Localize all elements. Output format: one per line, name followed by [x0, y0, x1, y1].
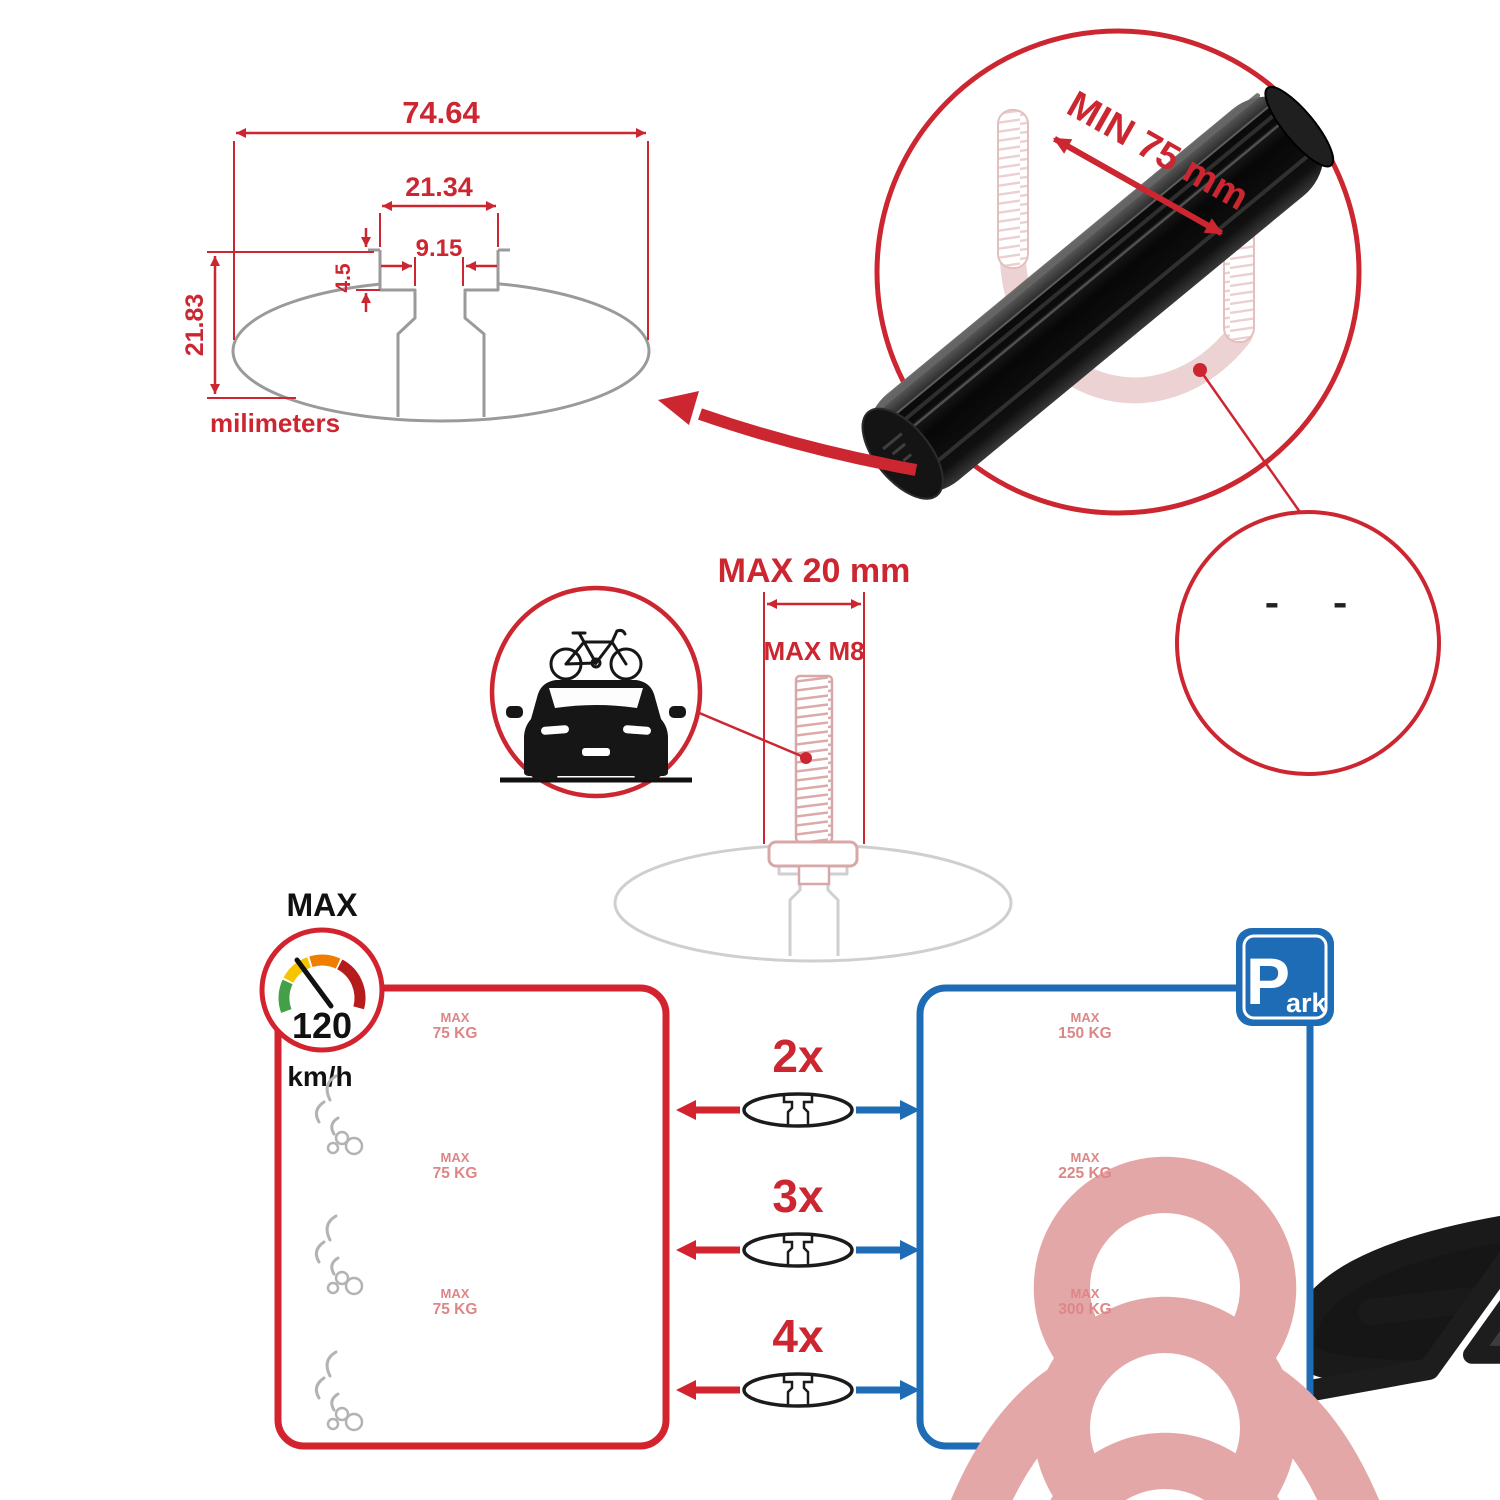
tag-value: 300 KG: [1058, 1301, 1111, 1318]
max-thread-label: MAX M8: [763, 636, 864, 666]
max-width-label: MAX 20 mm: [718, 552, 911, 590]
dim-slot-inner-width: 9.15: [416, 235, 463, 262]
bicycle-illustration: [549, 628, 643, 681]
crossbar-profile-icon: [742, 1092, 854, 1128]
tag-value: 225 KG: [1058, 1165, 1111, 1182]
speed-gauge: [278, 954, 366, 1013]
callout-line: [1198, 369, 1304, 516]
dim-lip-depth: 4.5: [332, 263, 355, 293]
park-letter: P: [1246, 944, 1290, 1018]
driving-car-row: MAX 75 KG: [314, 1286, 1500, 1500]
suv-roofbox-bubble: [1175, 510, 1500, 1500]
tag-title: MAX: [441, 1150, 470, 1165]
tag-value: 150 KG: [1058, 1025, 1111, 1042]
driving-car-row: MAX 75 KG: [314, 1150, 1500, 1500]
bolt-callout-line: [696, 710, 807, 760]
bike-car-bubble: [489, 585, 703, 799]
bar-end-cap: [861, 407, 944, 500]
speed-limit-badge: MAX 120 km/h: [259, 887, 385, 1092]
parking-car-row: MAX 150 KG: [1058, 1010, 1500, 1500]
speed-limit-value: 120: [292, 1005, 352, 1046]
park-sign: P ark: [1236, 928, 1334, 1026]
crossbar-profile-icon: [742, 1232, 854, 1268]
tag-value: 75 KG: [433, 1301, 478, 1318]
tag-title: MAX: [1071, 1150, 1100, 1165]
t-slot-fill: [380, 250, 498, 418]
pointer-arrow: [658, 391, 918, 476]
suv-illustration: [1214, 603, 1500, 1500]
multiplier-label: 2x: [772, 1030, 824, 1082]
t-slot-outline: [368, 248, 510, 417]
dim-slot-outer-width: 21.34: [405, 172, 473, 202]
bolt-diagram: MAX 20 mm MAX M8: [489, 552, 1013, 963]
unit-label: milimeters: [210, 408, 340, 438]
car-front-illustration: [506, 680, 686, 780]
suv-circle: [1175, 510, 1441, 776]
crossbar-profile-icon: [742, 1372, 854, 1408]
tag-title: MAX: [1071, 1286, 1100, 1301]
dim-total-height: 21.83: [181, 294, 209, 357]
tag-title: MAX: [441, 1010, 470, 1025]
multiplier-label: 4x: [772, 1310, 824, 1362]
multiplier-label: 3x: [772, 1170, 824, 1222]
driving-panel: [274, 984, 670, 1450]
parking-car-row: MAX 300 KG: [1058, 1286, 1500, 1500]
tag-value: 75 KG: [433, 1025, 478, 1042]
tag-title: MAX: [441, 1286, 470, 1301]
speed-limit-unit: km/h: [287, 1061, 352, 1092]
t-bolt: [767, 674, 859, 886]
parking-car-row: MAX 225 KG: [1058, 1150, 1500, 1500]
gauge-needle: [294, 957, 334, 1009]
park-rest: ark: [1286, 988, 1328, 1018]
cross-section-diagram: 74.64 21.34 9.15 4.5 21.83 milimeters: [181, 95, 651, 438]
bar-closeup: MIN 75 mm: [658, 28, 1362, 516]
driving-car-row: MAX 75 KG: [314, 1010, 1500, 1500]
comparison-section: MAX 120 km/h P ark: [259, 887, 1500, 1500]
speed-limit-title: MAX: [286, 887, 358, 923]
tag-value: 75 KG: [433, 1165, 478, 1182]
tag-title: MAX: [1071, 1010, 1100, 1025]
multiplier-rows: 2x 3x 4x: [676, 1030, 920, 1408]
dim-total-width: 74.64: [402, 95, 480, 130]
